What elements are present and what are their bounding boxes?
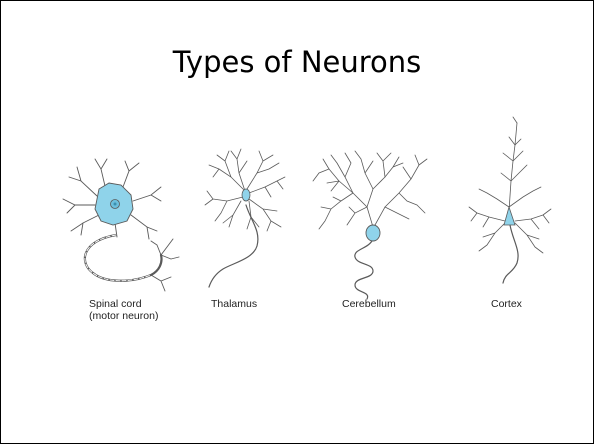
caption-cortex-label: Cortex xyxy=(491,298,522,310)
caption-spinal-cord-line1: Spinal cord xyxy=(89,298,158,310)
caption-thalamus: Thalamus xyxy=(211,298,257,310)
caption-cerebellum: Cerebellum xyxy=(342,298,396,310)
thalamic-neuron-icon xyxy=(205,149,285,287)
thalamic-neuron-soma xyxy=(242,189,250,201)
caption-spinal-cord: Spinal cord (motor neuron) xyxy=(89,298,158,322)
caption-cortex: Cortex xyxy=(491,298,522,310)
caption-spinal-cord-line2: (motor neuron) xyxy=(89,310,158,322)
caption-thalamus-label: Thalamus xyxy=(211,298,257,310)
pyramidal-neuron-soma xyxy=(504,207,515,225)
pyramidal-neuron-icon xyxy=(469,117,551,283)
motor-neuron-icon xyxy=(63,159,179,291)
purkinje-neuron-soma xyxy=(366,225,380,241)
caption-cerebellum-label: Cerebellum xyxy=(342,298,396,310)
purkinje-neuron-icon xyxy=(313,151,427,299)
